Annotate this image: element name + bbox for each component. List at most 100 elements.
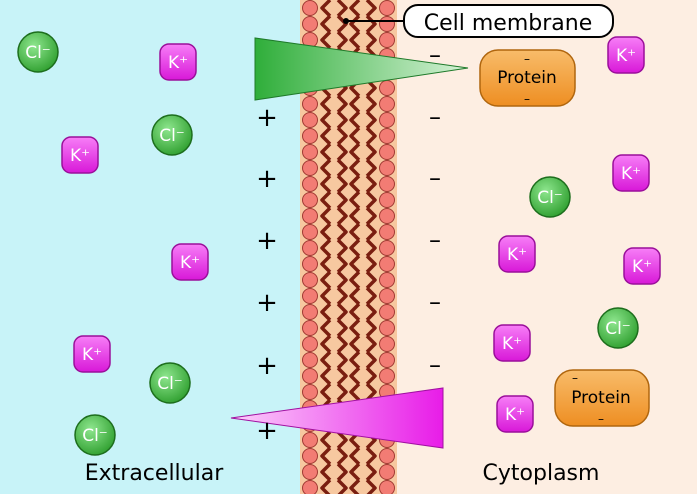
protein-1: Protein – – [479,49,576,107]
protein-2-label: Protein [571,388,631,408]
lipid-head [302,448,318,464]
potassium-ion: K⁺ [607,36,645,74]
potassium-ion: K⁺ [159,43,197,81]
lipid-head [302,480,318,494]
negative-charge: – [429,103,441,131]
potassium-ion: K⁺ [73,335,111,373]
potassium-concentration-gradient [230,387,444,449]
lipid-head [379,128,395,144]
lipid-head [379,256,395,272]
lipid-head [379,176,395,192]
svg-text:Cl⁻: Cl⁻ [537,188,563,208]
positive-charge: + [256,351,278,381]
svg-text:Cl⁻: Cl⁻ [157,374,183,394]
membrane-charges: ++++++–––––– [256,41,441,446]
protein-2-charge-top: – [572,371,578,385]
chloride-ion: Cl⁻ [17,31,59,73]
svg-text:Cl⁻: Cl⁻ [82,426,108,446]
lipid-head [379,288,395,304]
lipid-head [302,0,318,16]
protein-1-charge-top: – [524,52,530,66]
negative-charge: – [429,226,441,254]
lipid-head [379,192,395,208]
svg-text:Cl⁻: Cl⁻ [25,43,51,63]
lipid-head [379,336,395,352]
potassium-ion: K⁺ [171,243,209,281]
protein-1-charge-bottom: – [524,92,530,106]
svg-text:K⁺: K⁺ [621,164,641,184]
svg-text:Cl⁻: Cl⁻ [605,319,631,339]
cytoplasm-label: Cytoplasm [483,461,600,486]
positive-charge: + [256,103,278,133]
negative-charge: – [429,41,441,69]
svg-text:K⁺: K⁺ [507,245,527,265]
extracellular-background [0,0,302,494]
lipid-head [379,320,395,336]
lipid-head [379,352,395,368]
lipid-head [379,80,395,96]
lipid-heads [302,0,395,494]
lipid-head [302,336,318,352]
lipid-head [379,448,395,464]
lipid-head [379,96,395,112]
svg-text:Cl⁻: Cl⁻ [159,126,185,146]
potassium-ion: K⁺ [498,235,536,273]
lipid-head [302,128,318,144]
lipid-head [302,160,318,176]
lipid-head [302,384,318,400]
cell-membrane-callout: Cell membrane [343,4,614,38]
protein-1-label: Protein [497,68,557,88]
lipid-head [379,464,395,480]
lipid-head [379,160,395,176]
chloride-ion: Cl⁻ [529,176,571,218]
svg-text:K⁺: K⁺ [505,405,525,425]
positive-charge: + [256,226,278,256]
negative-charge: – [429,351,441,379]
lipid-head [302,176,318,192]
lipid-head [302,304,318,320]
svg-text:K⁺: K⁺ [632,257,652,277]
svg-text:K⁺: K⁺ [502,334,522,354]
protein-2: Protein – – [554,369,650,427]
lipid-head [302,112,318,128]
svg-text:K⁺: K⁺ [70,146,90,166]
lipid-head [379,32,395,48]
lipid-head [302,352,318,368]
lipid-head [379,144,395,160]
lipid-head [379,480,395,494]
chloride-ion: Cl⁻ [597,307,639,349]
extracellular-label: Extracellular [85,461,224,486]
ions: Cl⁻ Cl⁻ Cl⁻ Cl⁻ Cl⁻ Cl⁻ K⁺ K⁺ K⁺ K⁺ K⁺ K⁺ K⁺ K⁺ K⁺ K⁺ [17,31,661,456]
potassium-ion: K⁺ [623,247,661,285]
lipid-head [379,272,395,288]
svg-text:K⁺: K⁺ [180,253,200,273]
lipid-head [379,240,395,256]
protein-2-charge-bottom: – [598,412,604,426]
lipid-head [379,224,395,240]
lipid-head [302,208,318,224]
lipid-head [379,16,395,32]
lipid-head [302,464,318,480]
lipid-head [379,208,395,224]
lipid-head [379,304,395,320]
lipid-head [379,0,395,16]
chloride-ion: Cl⁻ [149,362,191,404]
svg-text:K⁺: K⁺ [168,53,188,73]
chloride-ion: Cl⁻ [151,114,193,156]
lipid-head [302,16,318,32]
potassium-ion: K⁺ [612,154,650,192]
svg-text:K⁺: K⁺ [82,345,102,365]
lipid-head [302,272,318,288]
svg-text:K⁺: K⁺ [616,46,636,66]
positive-charge: + [256,416,278,446]
lipid-head [302,432,318,448]
lipid-head [302,240,318,256]
potassium-ion: K⁺ [496,395,534,433]
chloride-concentration-gradient [254,37,469,101]
cell-membrane-label: Cell membrane [424,11,592,36]
lipid-head [302,320,318,336]
positive-charge: + [256,164,278,194]
potassium-ion: K⁺ [61,136,99,174]
chloride-ion: Cl⁻ [74,414,116,456]
